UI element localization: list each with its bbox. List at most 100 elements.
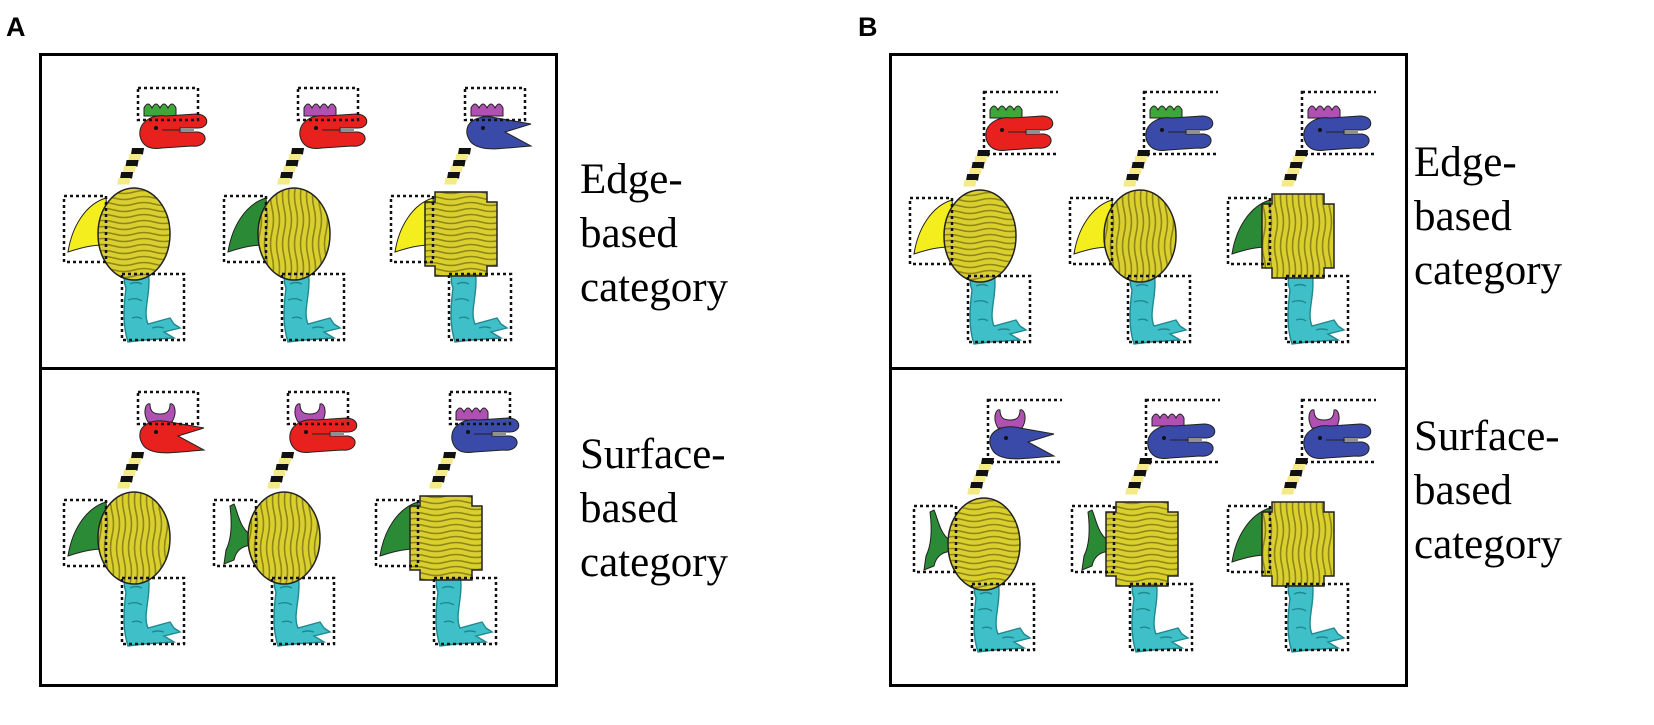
eye xyxy=(154,126,158,130)
dotted-box-wing xyxy=(62,194,108,264)
dotted-box-wing xyxy=(1070,504,1116,574)
dotted-box-wing xyxy=(374,498,420,568)
dotted-box-leg xyxy=(970,582,1036,652)
eye xyxy=(154,430,158,434)
wavy-crest xyxy=(455,407,489,421)
label-line: based xyxy=(580,485,678,532)
leg xyxy=(283,267,342,343)
closed-beak-head xyxy=(1303,423,1372,459)
eye xyxy=(314,126,318,130)
panel-b-row1-label: Edge- based category xyxy=(1414,136,1562,298)
open-beak-head xyxy=(139,420,206,454)
leg xyxy=(973,577,1032,653)
panel-b-row2-label: Surface- based category xyxy=(1414,410,1562,572)
leg xyxy=(969,269,1028,345)
striped-neck xyxy=(967,458,995,495)
closed-beak-head xyxy=(1147,423,1216,459)
horned-crest xyxy=(994,409,1026,429)
creature-b-r2-c3 xyxy=(1226,398,1376,653)
striped-neck xyxy=(267,452,295,489)
cross-body xyxy=(1261,193,1335,279)
dotted-box-wing xyxy=(1068,196,1114,266)
wavy-crest xyxy=(143,103,177,117)
eye xyxy=(1160,128,1164,132)
eye xyxy=(466,430,470,434)
oval-body xyxy=(247,491,321,585)
panel-a-divider xyxy=(42,367,555,370)
open-beak-head xyxy=(466,116,533,150)
dotted-box-wing xyxy=(912,504,958,574)
dotted-box-wing xyxy=(222,194,268,264)
panel-letter-b: B xyxy=(858,12,878,42)
cross-body xyxy=(1261,501,1335,587)
horned-crest xyxy=(1308,409,1340,429)
label-line: Surface- xyxy=(1414,413,1560,460)
open-beak-head xyxy=(989,426,1056,460)
oval-body xyxy=(257,187,331,281)
leg xyxy=(1287,269,1346,345)
closed-beak-head xyxy=(1303,115,1372,151)
creature-a-r1-c2 xyxy=(222,86,368,343)
wavy-crest xyxy=(303,103,337,117)
dotted-box-leg xyxy=(120,272,186,342)
striped-neck xyxy=(277,148,305,185)
leg xyxy=(123,571,182,647)
label-line: Edge- xyxy=(1414,139,1517,186)
closed-beak-head xyxy=(299,113,368,149)
label-line: Edge- xyxy=(580,156,683,203)
dotted-box-crest xyxy=(136,390,200,426)
striped-neck xyxy=(963,150,991,187)
dotted-box-leg xyxy=(966,274,1032,344)
panel-a-row1-label: Edge- based category xyxy=(580,153,728,315)
creature-b-r2-c2 xyxy=(1070,398,1220,653)
panel-a-box xyxy=(39,53,558,687)
dotted-box-head xyxy=(1142,90,1218,156)
tail-wing xyxy=(1081,509,1113,571)
dotted-box-head xyxy=(1300,90,1376,156)
wavy-crest xyxy=(989,105,1023,119)
leg xyxy=(273,571,332,647)
eye xyxy=(1318,128,1322,132)
leg xyxy=(1129,269,1188,345)
eye xyxy=(304,430,308,434)
dotted-box-crest xyxy=(448,390,512,426)
wavy-crest xyxy=(470,103,504,117)
tail-wing xyxy=(923,509,955,571)
eye xyxy=(481,126,485,130)
creature-b-r1-c2 xyxy=(1068,90,1218,345)
striped-neck xyxy=(1125,458,1153,495)
striped-neck xyxy=(117,148,145,185)
panel-b-box xyxy=(889,53,1408,687)
creature-a-r2-c1 xyxy=(62,390,206,647)
label-line: Surface- xyxy=(580,431,726,478)
oval-body xyxy=(1103,189,1177,283)
dotted-box-leg xyxy=(1284,582,1350,652)
wavy-crest xyxy=(1149,105,1183,119)
label-line: category xyxy=(580,264,729,311)
eye xyxy=(1000,128,1004,132)
striped-neck xyxy=(1281,458,1309,495)
label-line: category xyxy=(1414,521,1563,568)
creature-a-r1-c1 xyxy=(62,86,208,343)
creature-b-r2-c1 xyxy=(912,398,1062,653)
closed-beak-head xyxy=(451,417,520,453)
dotted-box-wing xyxy=(908,196,954,266)
leg xyxy=(1287,577,1346,653)
eye xyxy=(1004,436,1008,440)
panel-letter-a: A xyxy=(6,12,26,42)
wavy-crest xyxy=(1151,413,1185,427)
eye xyxy=(1162,436,1166,440)
dotted-box-leg xyxy=(1126,274,1192,344)
label-line: category xyxy=(580,539,729,586)
creature-b-r1-c3 xyxy=(1226,90,1376,345)
dotted-box-wing xyxy=(1226,504,1272,574)
dotted-box-wing xyxy=(212,498,258,568)
dotted-box-head xyxy=(982,90,1058,156)
closed-beak-head xyxy=(1145,115,1214,151)
cross-body xyxy=(409,495,483,581)
closed-beak-head xyxy=(289,417,358,453)
dotted-box-crest xyxy=(136,86,200,122)
dotted-box-head xyxy=(986,398,1062,464)
cross-body xyxy=(1105,501,1179,587)
dotted-box-leg xyxy=(1128,582,1194,652)
